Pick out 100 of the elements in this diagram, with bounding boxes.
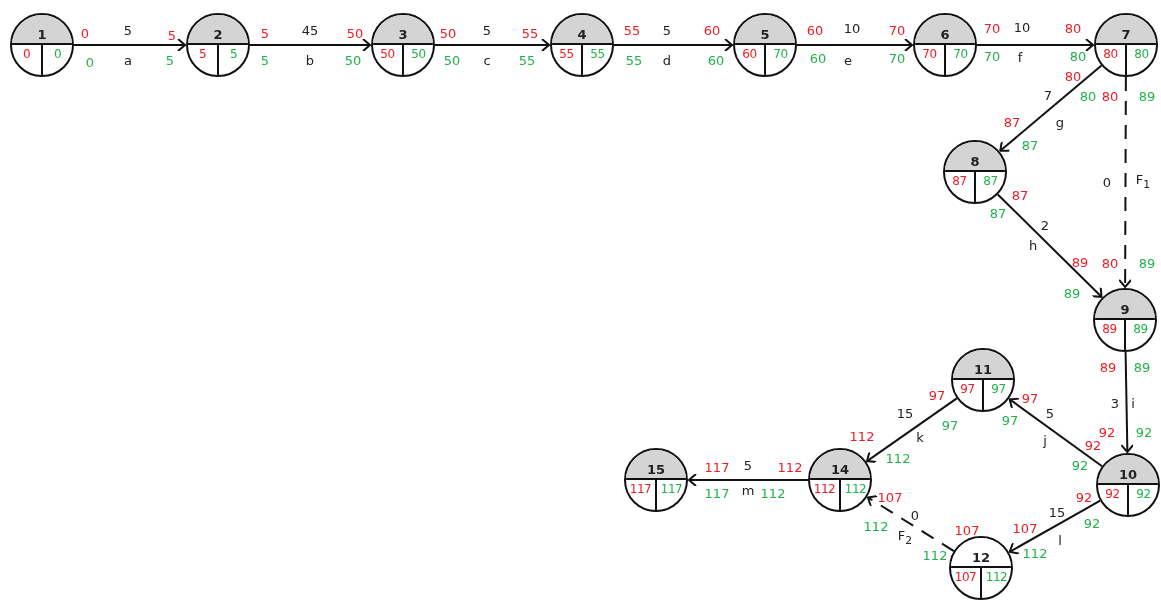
time-label: 112	[885, 451, 911, 465]
activity-label: h	[1028, 238, 1038, 252]
activity-label: b	[305, 53, 315, 67]
time-label: 117	[704, 486, 730, 500]
time-label: 97	[1001, 413, 1019, 427]
time-label: 89	[1133, 360, 1151, 374]
dashed-arrow	[1118, 76, 1133, 288]
arrow	[866, 397, 958, 463]
time-label: 112	[849, 429, 875, 443]
duration-label: 2	[1040, 218, 1050, 232]
latest-time: 92	[1136, 488, 1151, 500]
time-label: 89	[1063, 286, 1081, 300]
earliest-time: 107	[954, 571, 977, 583]
event-number: 1	[37, 28, 47, 41]
earliest-time: 70	[922, 48, 937, 60]
activity-label: l	[1058, 533, 1062, 547]
time-label: 70	[888, 23, 906, 37]
activity-label: c	[483, 53, 491, 67]
time-label: 112	[1022, 546, 1048, 560]
duration-label: 10	[843, 21, 861, 35]
duration-label: 5	[743, 458, 753, 472]
event-number: 9	[1120, 303, 1130, 316]
duration-label: 0	[1102, 175, 1112, 189]
activity-label: g	[1055, 115, 1065, 129]
event-number: 12	[971, 551, 991, 564]
event-number: 5	[760, 28, 770, 41]
arrow	[1008, 397, 1104, 468]
activity-label: j	[1043, 433, 1047, 447]
duration-label: 7	[1043, 88, 1053, 102]
activity-label: e	[844, 53, 852, 67]
activity-label: d	[662, 53, 672, 67]
time-label: 87	[1021, 138, 1039, 152]
time-label: 87	[1011, 188, 1029, 202]
time-label: 80	[1064, 69, 1082, 83]
duration-label: 10	[1013, 20, 1031, 34]
activity-label: i	[1131, 396, 1135, 410]
latest-time: 112	[985, 571, 1008, 583]
arrow	[73, 38, 186, 52]
time-label: 70	[983, 49, 1001, 63]
earliest-time: 5	[198, 48, 207, 60]
time-label: 80	[1079, 89, 1097, 103]
time-label: 92	[1083, 516, 1101, 530]
event-node	[913, 13, 977, 77]
arrow	[999, 64, 1103, 152]
time-label: 89	[1099, 360, 1117, 374]
latest-time: 117	[660, 483, 683, 495]
time-label: 92	[1098, 425, 1116, 439]
latest-time: 87	[983, 175, 998, 187]
event-number: 10	[1118, 468, 1138, 481]
time-label: 107	[877, 490, 903, 504]
event-number: 2	[213, 28, 223, 41]
duration-label: 5	[1045, 406, 1055, 420]
duration-label: 5	[123, 23, 133, 37]
time-label: 70	[888, 51, 906, 65]
time-label: 60	[703, 23, 721, 37]
latest-time: 70	[773, 48, 788, 60]
earliest-time: 50	[380, 48, 395, 60]
earliest-time: 97	[960, 383, 975, 395]
time-label: 97	[941, 418, 959, 432]
latest-time: 80	[1134, 48, 1149, 60]
event-node	[951, 348, 1015, 412]
event-number: 8	[970, 155, 980, 168]
event-node	[943, 140, 1007, 204]
latest-time: 97	[991, 383, 1006, 395]
activity-label: F$_{1}$	[1135, 173, 1151, 191]
latest-time: 55	[590, 48, 605, 60]
time-label: 89	[1138, 256, 1156, 270]
event-node	[949, 536, 1013, 600]
arrow	[996, 193, 1103, 298]
time-label: 50	[346, 26, 364, 40]
event-number: 7	[1121, 28, 1131, 41]
latest-time: 50	[411, 48, 426, 60]
duration-label: 45	[301, 23, 319, 37]
event-number: 4	[577, 28, 587, 41]
arrow	[434, 38, 550, 52]
latest-time: 5	[229, 48, 238, 60]
arrow	[976, 38, 1094, 52]
earliest-time: 60	[742, 48, 757, 60]
time-label: 60	[806, 23, 824, 37]
arrow	[1120, 351, 1135, 453]
time-label: 89	[1138, 89, 1156, 103]
time-label: 55	[521, 26, 539, 40]
time-label: 112	[922, 548, 948, 562]
activity-label: F$_{2}$	[897, 529, 913, 547]
event-node	[808, 448, 872, 512]
time-label: 112	[863, 519, 889, 533]
time-label: 80	[1064, 21, 1082, 35]
duration-label: 0	[910, 508, 920, 522]
activity-label: f	[1017, 50, 1023, 64]
time-label: 89	[1071, 255, 1089, 269]
time-label: 107	[954, 523, 980, 537]
time-label: 97	[928, 388, 946, 402]
time-label: 80	[1101, 89, 1119, 103]
time-label: 60	[707, 53, 725, 67]
activity-label: m	[741, 483, 755, 497]
time-label: 80	[1101, 256, 1119, 270]
arrow	[796, 38, 913, 52]
time-label: 80	[1069, 49, 1087, 63]
time-label: 0	[85, 55, 95, 69]
duration-label: 15	[1048, 505, 1066, 519]
